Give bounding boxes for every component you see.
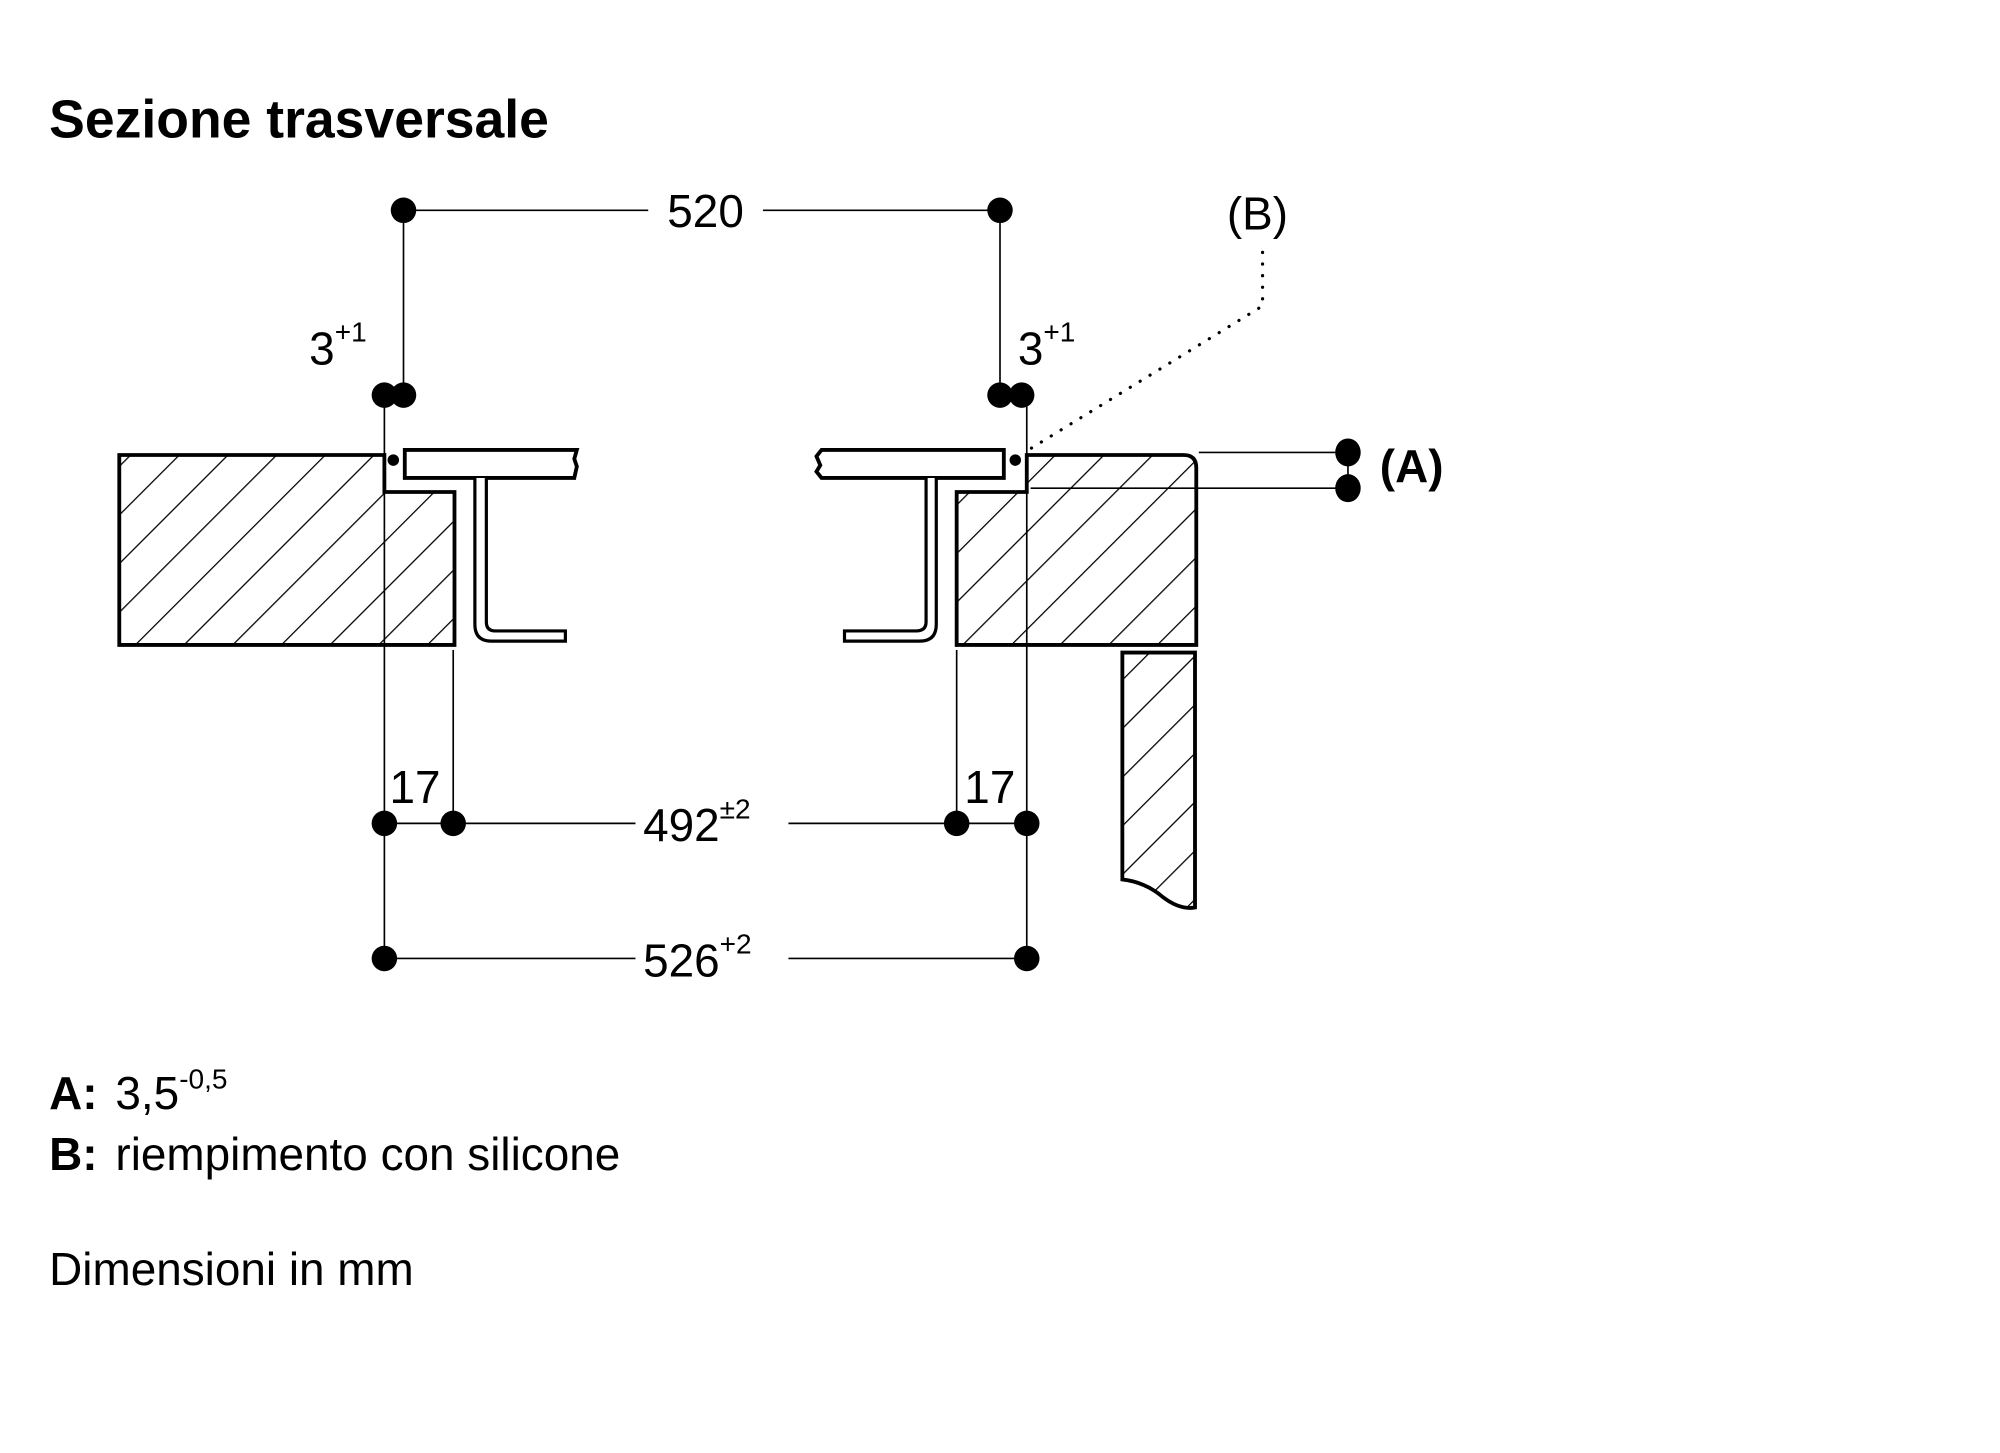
callout-a: (A)	[1030, 438, 1444, 503]
dimension-tolerance: +2	[720, 928, 752, 959]
callout-b: (B)	[1028, 187, 1288, 451]
silicone-dot-left	[387, 454, 400, 466]
gap-base: 3	[309, 323, 335, 375]
legend-key-a: A:	[49, 1067, 97, 1119]
dimension-label: 520	[667, 185, 744, 237]
hob-bracket-left	[473, 477, 567, 643]
svg-text:B:riempimento con silicone: B: riempimento con silicone	[49, 1128, 620, 1180]
svg-text:3+1: 3+1	[309, 317, 366, 375]
dimension-520: 520	[390, 185, 1013, 396]
dimension-526: 526+2	[371, 928, 1040, 986]
dimension-gap-left: 3+1	[309, 317, 417, 408]
legend-tolerance-a: -0,5	[179, 1063, 227, 1094]
page-title: Sezione trasversale	[49, 91, 549, 150]
offset-right-label: 17	[964, 761, 1015, 813]
offset-left-label: 17	[389, 761, 440, 813]
gap-tolerance: +1	[335, 317, 367, 348]
silicone-dot-right	[1009, 454, 1022, 466]
hob-glass-left	[402, 448, 580, 480]
legend-value-a: 3,5	[115, 1067, 179, 1119]
dimension-base: 526	[643, 934, 720, 986]
svg-text:492±2: 492±2	[643, 793, 751, 851]
svg-text:526+2: 526+2	[643, 928, 752, 986]
svg-text:3+1: 3+1	[1018, 317, 1075, 375]
hob-glass-right	[814, 448, 1006, 480]
gap-tolerance: +1	[1043, 317, 1075, 348]
legend-value-b: riempimento con silicone	[115, 1128, 620, 1180]
gap-base: 3	[1018, 323, 1044, 375]
callout-a-label: (A)	[1380, 440, 1444, 492]
dimension-gap-right: 3+1	[987, 317, 1075, 408]
svg-text:A:3,5-0,5: A: 3,5-0,5	[49, 1063, 227, 1118]
dimension-base: 492	[643, 799, 720, 851]
cabinet-panel	[1120, 650, 1197, 910]
units-note: Dimensioni in mm	[49, 1243, 414, 1295]
worktop-right	[954, 453, 1199, 647]
dimension-tolerance: ±2	[720, 793, 751, 824]
hob-bracket-right	[842, 477, 938, 643]
dimension-492: 492±2 17 17	[371, 761, 1040, 851]
worktop-left	[117, 453, 457, 647]
legend: A: 3,5-0,5 B: riempimento con silicone Dim…	[49, 1063, 620, 1294]
legend-key-b: B:	[49, 1128, 97, 1180]
callout-b-label: (B)	[1227, 187, 1288, 239]
